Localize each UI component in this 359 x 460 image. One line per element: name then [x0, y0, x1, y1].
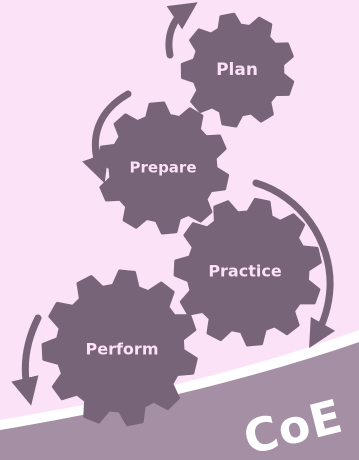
step-label-perform: Perform: [86, 340, 159, 359]
gear-perform: [41, 269, 198, 427]
brand-band-fill: [0, 342, 359, 460]
gears-layer: [41, 12, 322, 427]
arrow-perform: [11, 314, 42, 406]
step-label-plan: Plan: [216, 60, 258, 80]
arrow-practice: [252, 179, 336, 349]
gear-prepare: [96, 101, 230, 235]
labels-layer: Plan Prepare Practice Perform: [85, 60, 282, 359]
step-label-practice: Practice: [208, 262, 282, 281]
brand-band: CoE: [0, 330, 359, 460]
arrow-prepare: [82, 90, 132, 184]
gear-practice: [173, 197, 322, 347]
gear-plan: [180, 12, 295, 128]
arrows-layer: [11, 2, 336, 406]
step-label-prepare: Prepare: [130, 159, 197, 177]
arrow-plan: [165, 2, 198, 59]
